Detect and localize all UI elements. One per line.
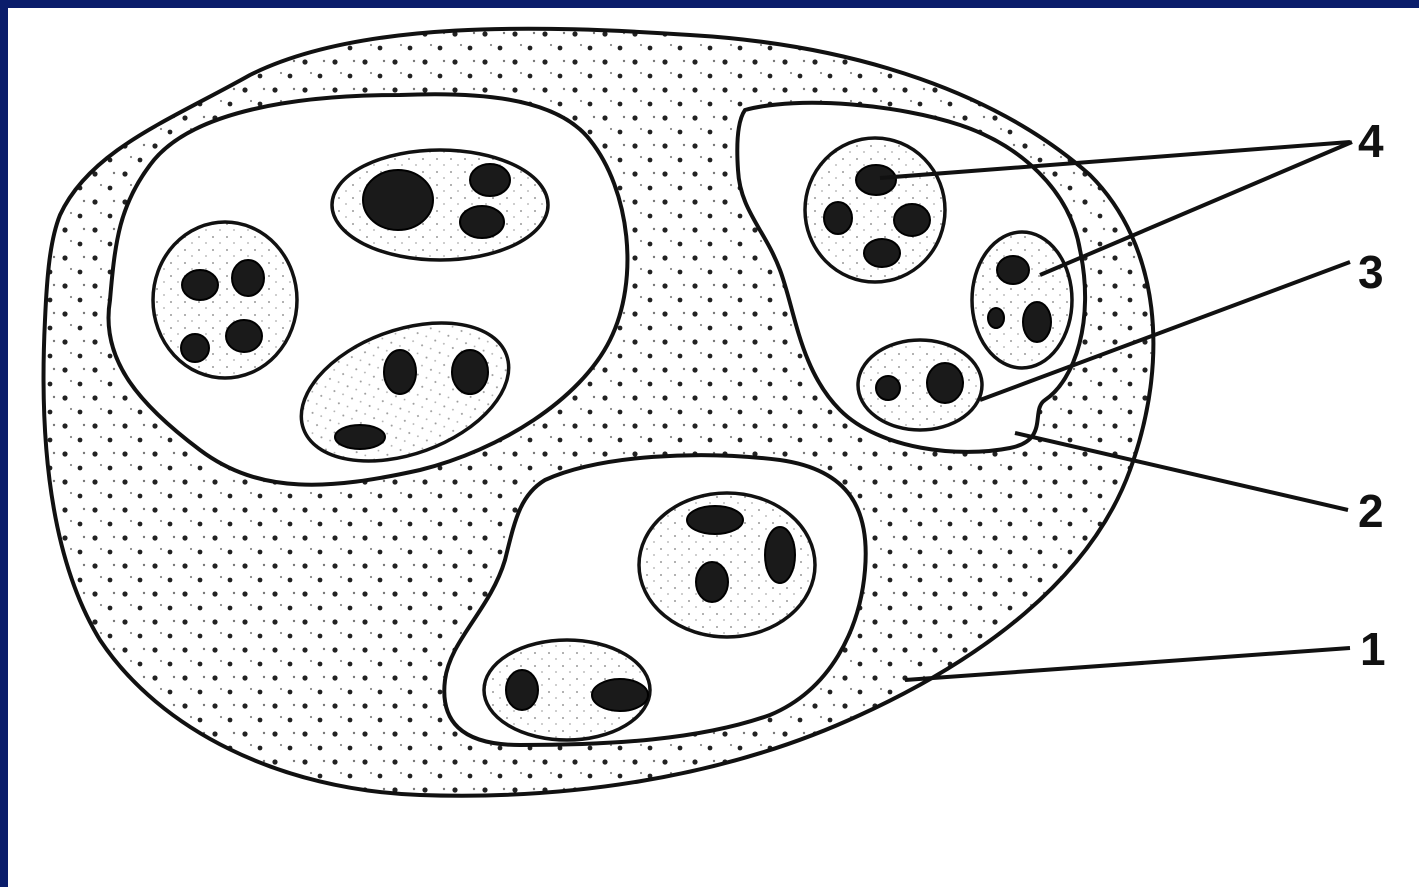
label-1: 1 [1360,623,1386,675]
label-3: 3 [1358,246,1384,298]
label-4: 4 [1358,115,1384,167]
label-2: 2 [1358,485,1384,537]
